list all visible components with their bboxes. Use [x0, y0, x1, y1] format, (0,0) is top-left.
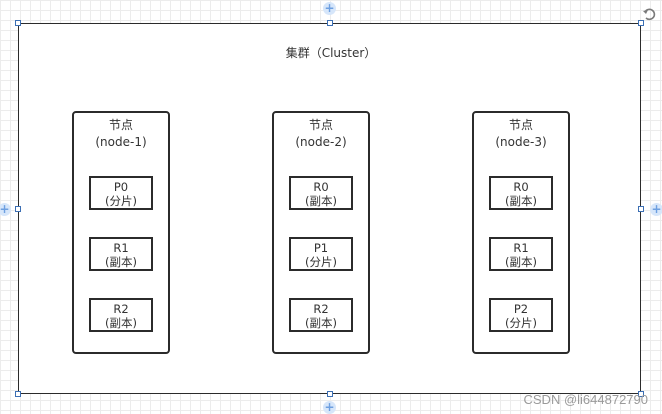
- rotate-icon[interactable]: [642, 6, 658, 22]
- node-title-line1: 节点: [108, 118, 133, 132]
- node-title-line2: (node-1): [95, 135, 147, 149]
- node-box-1[interactable]: 节点 (node-1) P0 (分片) R1 (副本) R2 (副本): [72, 111, 170, 354]
- shard-kind: (分片): [305, 255, 337, 269]
- node-title-line1: 节点: [508, 118, 533, 132]
- shard-name: R1: [513, 241, 529, 255]
- node-title-line1: 节点: [308, 118, 333, 132]
- resize-handle-top[interactable]: [327, 20, 333, 26]
- shard-kind: (副本): [105, 255, 137, 269]
- shard-kind: (副本): [505, 255, 537, 269]
- resize-handle-left[interactable]: [15, 206, 21, 212]
- shard-box[interactable]: R0 (副本): [489, 176, 553, 210]
- node-title-line2: (node-3): [495, 135, 547, 149]
- shard-name: R0: [313, 180, 329, 194]
- shard-name: R0: [513, 180, 529, 194]
- resize-handle-top-left[interactable]: [15, 20, 21, 26]
- shard-box[interactable]: R1 (副本): [89, 237, 153, 271]
- watermark-text: CSDN @li644872790: [523, 392, 649, 407]
- shard-name: R1: [113, 241, 129, 255]
- plus-icon[interactable]: +: [0, 202, 11, 216]
- node-box-3[interactable]: 节点 (node-3) R0 (副本) R1 (副本) P2 (分片): [472, 111, 570, 354]
- plus-icon[interactable]: +: [650, 202, 662, 216]
- shard-name: R2: [113, 302, 129, 316]
- resize-handle-bottom[interactable]: [327, 391, 333, 397]
- shard-box[interactable]: P0 (分片): [89, 176, 153, 210]
- shard-kind: (副本): [305, 194, 337, 208]
- shard-kind: (副本): [305, 316, 337, 330]
- shard-name: P2: [513, 302, 529, 316]
- node-title: 节点 (node-3): [474, 117, 568, 151]
- shard-kind: (分片): [105, 194, 137, 208]
- shard-kind: (副本): [105, 316, 137, 330]
- plus-icon[interactable]: +: [323, 1, 336, 15]
- node-title: 节点 (node-1): [74, 117, 168, 151]
- shard-box[interactable]: R2 (副本): [89, 298, 153, 332]
- shard-box[interactable]: P2 (分片): [489, 298, 553, 332]
- node-title: 节点 (node-2): [274, 117, 368, 151]
- resize-handle-bottom-left[interactable]: [15, 391, 21, 397]
- resize-handle-bottom-right[interactable]: [638, 391, 644, 397]
- shard-name: R2: [313, 302, 329, 316]
- shard-box[interactable]: P1 (分片): [289, 237, 353, 271]
- shard-kind: (分片): [505, 316, 537, 330]
- node-title-line2: (node-2): [295, 135, 347, 149]
- shard-name: P1: [313, 241, 329, 255]
- shard-box[interactable]: R0 (副本): [289, 176, 353, 210]
- plus-icon[interactable]: +: [323, 400, 336, 414]
- resize-handle-right[interactable]: [638, 206, 644, 212]
- shard-kind: (副本): [505, 194, 537, 208]
- node-box-2[interactable]: 节点 (node-2) R0 (副本) P1 (分片) R2 (副本): [272, 111, 370, 354]
- shard-name: P0: [113, 180, 129, 194]
- resize-handle-top-right[interactable]: [638, 20, 644, 26]
- shard-box[interactable]: R1 (副本): [489, 237, 553, 271]
- cluster-title: 集群（Cluster）: [285, 46, 377, 60]
- shard-box[interactable]: R2 (副本): [289, 298, 353, 332]
